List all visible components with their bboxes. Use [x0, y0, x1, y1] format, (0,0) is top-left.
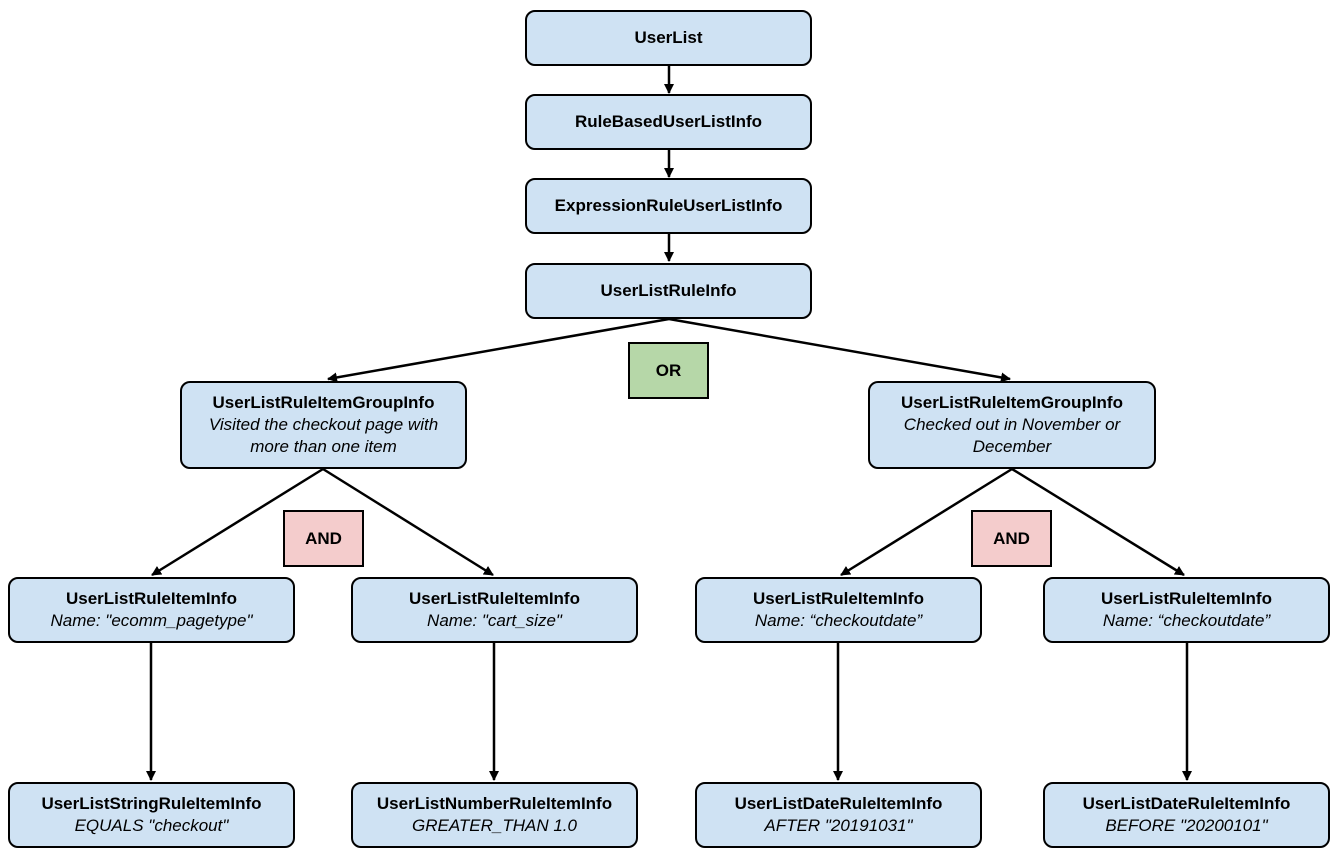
operator-label: OR — [655, 360, 682, 380]
arrow-group-right-to-item-3 — [840, 467, 1013, 577]
node-user-list-rule-info: UserListRuleInfo — [525, 263, 812, 319]
node-user-list: UserList — [525, 10, 812, 66]
node-title: UserListDateRuleItemInfo — [1082, 794, 1291, 813]
node-expression-rule-user-list-info: ExpressionRuleUserListInfo — [525, 178, 812, 234]
node-title: UserListRuleItemInfo — [1101, 589, 1272, 608]
node-group-left: UserListRuleItemGroupInfo Visited the ch… — [180, 381, 467, 469]
node-title: UserList — [634, 28, 703, 47]
node-description-line-2: December — [972, 437, 1052, 456]
node-title: UserListDateRuleItemInfo — [734, 794, 943, 813]
node-description: Name: "cart_size" — [427, 611, 562, 630]
operator-and-left: AND — [283, 510, 364, 567]
node-description: BEFORE "20200101" — [1105, 816, 1268, 835]
node-title: ExpressionRuleUserListInfo — [554, 196, 783, 215]
node-rule-item-4: UserListRuleItemInfo Name: “checkoutdate… — [1043, 577, 1330, 643]
node-leaf-string-rule: UserListStringRuleItemInfo EQUALS "check… — [8, 782, 295, 848]
node-group-right: UserListRuleItemGroupInfo Checked out in… — [868, 381, 1156, 469]
node-rule-item-2: UserListRuleItemInfo Name: "cart_size" — [351, 577, 638, 643]
node-title: UserListRuleItemInfo — [753, 589, 924, 608]
arrow-ruleinfo-to-group-right — [668, 317, 1011, 383]
node-description: Name: “checkoutdate” — [754, 611, 923, 630]
arrow-group-left-to-item-2 — [322, 467, 494, 577]
node-title: UserListRuleItemInfo — [409, 589, 580, 608]
node-title: UserListStringRuleItemInfo — [41, 794, 262, 813]
node-rule-item-1: UserListRuleItemInfo Name: "ecomm_pagety… — [8, 577, 295, 643]
node-title: UserListRuleInfo — [600, 281, 737, 300]
node-title: UserListRuleItemGroupInfo — [212, 393, 435, 412]
arrow-group-left-to-item-1 — [151, 467, 324, 577]
arrow-group-right-to-item-4 — [1011, 467, 1185, 577]
node-rule-based-user-list-info: RuleBasedUserListInfo — [525, 94, 812, 150]
operator-label: AND — [993, 528, 1030, 548]
node-rule-item-3: UserListRuleItemInfo Name: “checkoutdate… — [695, 577, 982, 643]
operator-label: AND — [305, 528, 342, 548]
node-description: Name: "ecomm_pagetype" — [50, 611, 253, 630]
node-leaf-date-rule-after: UserListDateRuleItemInfo AFTER "20191031… — [695, 782, 982, 848]
node-description-line-1: Visited the checkout page with — [208, 415, 439, 434]
arrow-ruleinfo-to-group-left — [327, 317, 670, 383]
node-title: UserListNumberRuleItemInfo — [376, 794, 613, 813]
node-leaf-date-rule-before: UserListDateRuleItemInfo BEFORE "2020010… — [1043, 782, 1330, 848]
node-description-line-2: more than one item — [250, 437, 397, 456]
node-description: EQUALS "checkout" — [74, 816, 229, 835]
operator-and-right: AND — [971, 510, 1052, 567]
node-leaf-number-rule: UserListNumberRuleItemInfo GREATER_THAN … — [351, 782, 638, 848]
node-description: GREATER_THAN 1.0 — [411, 816, 577, 835]
node-description: Name: “checkoutdate” — [1102, 611, 1271, 630]
node-description: AFTER "20191031" — [764, 816, 913, 835]
node-title: UserListRuleItemGroupInfo — [901, 393, 1123, 412]
node-title: UserListRuleItemInfo — [66, 589, 237, 608]
operator-or: OR — [628, 342, 709, 399]
node-description-line-1: Checked out in November or — [903, 415, 1121, 434]
node-title: RuleBasedUserListInfo — [574, 112, 763, 131]
